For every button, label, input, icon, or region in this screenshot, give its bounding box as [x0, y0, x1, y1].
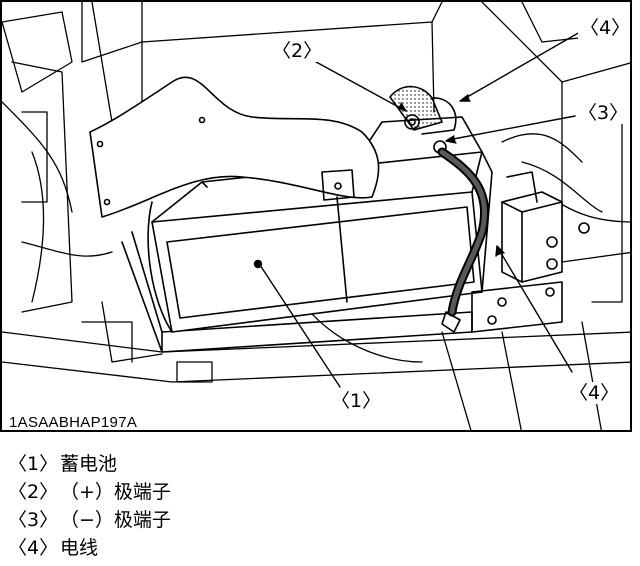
legend-item: 〈3〉（−）极端子	[8, 506, 628, 534]
callout-1: 〈1〉	[329, 390, 384, 412]
legend-item: 〈4〉电线	[8, 534, 628, 562]
legend-text: 电线	[60, 537, 99, 559]
callout-4-top: 〈4〉	[578, 17, 631, 39]
figure-code: 1ASAABHAP197A	[8, 414, 141, 430]
legend-number: 〈1〉	[8, 453, 59, 475]
legend-number: 〈2〉	[8, 481, 59, 503]
legend-item: 〈1〉蓄电池	[8, 450, 628, 478]
battery-line-drawing	[2, 2, 630, 430]
callout-4-bottom: 〈4〉	[567, 382, 622, 404]
callout-2: 〈2〉	[270, 40, 325, 62]
legend-text: （−）极端子	[60, 509, 171, 531]
battery-illustration: 〈2〉 〈4〉 〈3〉 〈4〉 〈1〉 1ASAABHAP197A	[0, 0, 632, 432]
legend-item: 〈2〉（+）极端子	[8, 478, 628, 506]
legend: 〈1〉蓄电池 〈2〉（+）极端子 〈3〉（−）极端子 〈4〉电线	[8, 450, 628, 562]
negative-cable	[433, 140, 490, 333]
solenoid-block	[471, 171, 590, 333]
callout-3: 〈3〉	[576, 102, 630, 124]
legend-text: （+）极端子	[60, 481, 171, 503]
legend-number: 〈3〉	[8, 509, 59, 531]
battery-cover	[89, 76, 380, 333]
callout-leaders	[253, 31, 581, 388]
legend-number: 〈4〉	[8, 537, 59, 559]
legend-text: 蓄电池	[60, 453, 118, 475]
positive-terminal	[389, 85, 457, 135]
